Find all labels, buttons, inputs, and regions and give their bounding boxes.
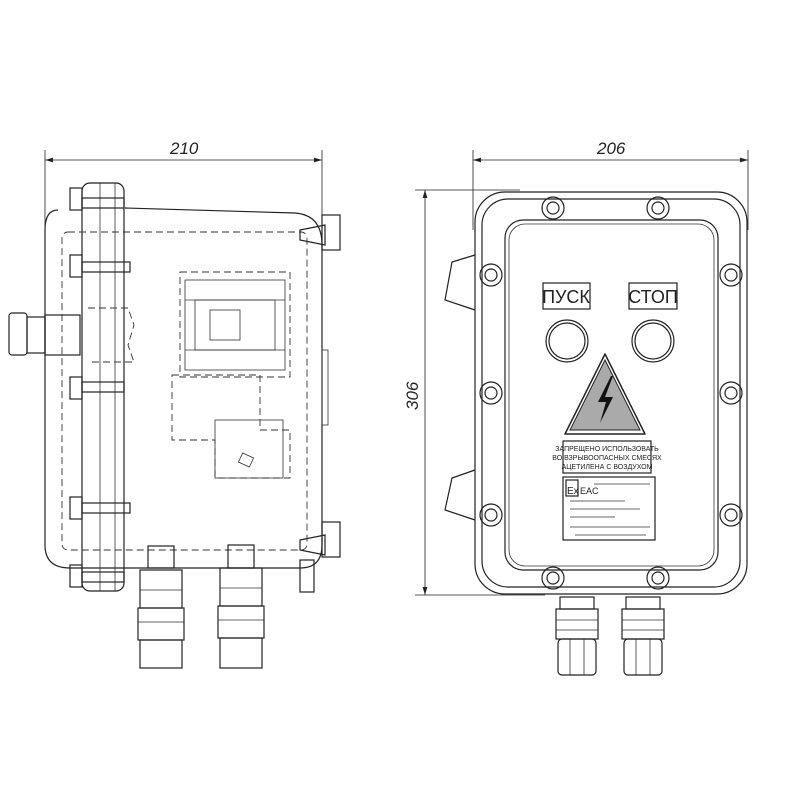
warning-line-2: ВО ВЗРЫВООПАСНЫХ СМЕСЯХ <box>552 455 662 462</box>
lid-bolts <box>479 196 743 590</box>
eac-mark: EAC <box>580 486 599 496</box>
dimension-height: 306 <box>403 189 545 596</box>
relay <box>171 374 291 479</box>
dimension-label-206: 206 <box>596 139 626 158</box>
contactor <box>179 271 291 378</box>
dimension-side-width: 210 <box>44 139 323 240</box>
stop-button: СТОП <box>628 282 678 363</box>
dimension-label-306: 306 <box>403 381 422 410</box>
front-enclosure-outline <box>474 191 748 595</box>
side-inner-hidden <box>61 231 308 551</box>
high-voltage-warning-sign <box>564 353 646 435</box>
bottom-glands-side <box>137 544 265 669</box>
dimension-front-width: 206 <box>472 139 749 230</box>
side-bolts <box>69 187 131 588</box>
start-button: ПУСК <box>542 282 591 363</box>
lightning-icon <box>598 376 613 423</box>
bottom-glands-front <box>555 596 665 676</box>
dimension-label-210: 210 <box>169 139 199 158</box>
ex-mark: Ex <box>567 486 579 497</box>
front-lid <box>504 219 719 571</box>
front-view: 206 306 ПУСК <box>403 139 749 676</box>
nameplate: Ex EAC <box>562 476 656 541</box>
stop-label: СТОП <box>628 287 678 307</box>
start-label: ПУСК <box>542 287 590 307</box>
warning-plate: ЗАПРЕЩЕНО ИСПОЛЬЗОВАТЬ ВО ВЗРЫВООПАСНЫХ … <box>552 440 662 474</box>
warning-line-1: ЗАПРЕЩЕНО ИСПОЛЬЗОВАТЬ <box>555 446 659 453</box>
mount-ears <box>444 254 476 521</box>
side-view: 210 <box>8 139 341 669</box>
side-hinge <box>321 349 329 426</box>
side-flange <box>81 182 125 592</box>
side-mount-brackets <box>299 214 341 593</box>
side-cable-gland <box>8 312 28 356</box>
warning-line-3: АЦЕТИЛЕНА С ВОЗДУХОМ <box>562 464 653 471</box>
